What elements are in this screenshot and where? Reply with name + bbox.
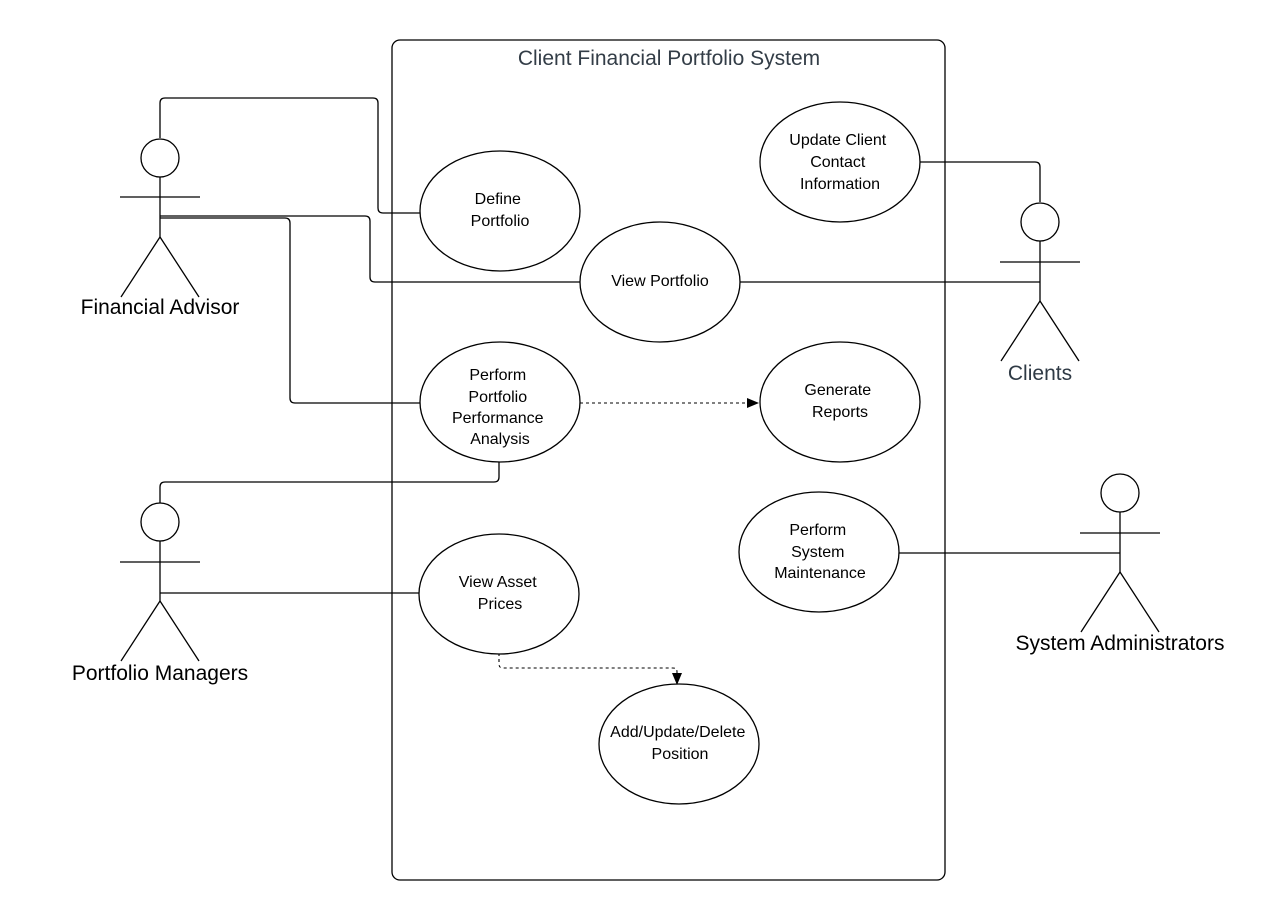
- svg-text:View Asset Prices: View Asset Prices: [459, 574, 541, 613]
- association-managers-analysis: [159, 462, 500, 503]
- perform-analysis-line-2: Portfolio: [468, 389, 527, 406]
- actor-label-portfolio-managers: Portfolio Managers: [72, 662, 248, 685]
- perform-analysis-line-3: Performance: [452, 410, 544, 427]
- use-case-view-asset-prices[interactable]: View Asset Prices: [418, 533, 580, 655]
- stick-figure-icon: [120, 138, 200, 298]
- association-advisor-define-portfolio: [159, 97, 420, 214]
- association-advisor-view-portfolio: [160, 215, 581, 283]
- perform-maintenance-line-1: Perform: [789, 522, 846, 539]
- define-portfolio-line-2: Portfolio: [471, 213, 530, 230]
- actor-label-system-administrators: System Administrators: [1016, 632, 1225, 655]
- update-client-contact-line-2: Contact: [810, 154, 866, 171]
- use-case-add-update-delete-position[interactable]: Add/Update/Delete Position: [598, 683, 760, 805]
- view-asset-prices-ellipse: [418, 533, 580, 655]
- use-case-update-client-contact[interactable]: Update Client Contact Information: [759, 101, 921, 223]
- use-case-generate-reports[interactable]: Generate Reports: [759, 341, 921, 463]
- svg-text:Perform System Mai: Perform System Maintenance: [774, 522, 866, 582]
- update-client-contact-line-3: Information: [800, 176, 880, 193]
- dependencies: [498, 398, 759, 685]
- view-asset-prices-line-1: View Asset: [459, 574, 538, 591]
- actor-financial-advisor[interactable]: Financial Advisor: [81, 138, 240, 319]
- association-advisor-analysis: [160, 217, 420, 404]
- actor-label-financial-advisor: Financial Advisor: [81, 296, 240, 319]
- stick-figure-icon: [120, 502, 200, 662]
- system-title: Client Financial Portfolio System: [518, 47, 820, 70]
- dependency-asset-prices-add-update-delete: [498, 653, 682, 685]
- actor-clients[interactable]: Clients: [1000, 202, 1080, 385]
- actor-portfolio-managers[interactable]: Portfolio Managers: [72, 502, 248, 685]
- define-portfolio-ellipse: [419, 150, 581, 272]
- update-client-contact-line-1: Update Client: [789, 132, 887, 149]
- svg-text:Add/Update/Delete Positi: Add/Update/Delete Position: [610, 724, 750, 763]
- actor-label-clients: Clients: [1008, 362, 1072, 385]
- svg-text:View Portfolio: View Portfolio: [611, 273, 709, 290]
- svg-text:Update Client Contact: Update Client Contact Information: [789, 132, 890, 193]
- generate-reports-ellipse: [759, 341, 921, 463]
- stick-figure-icon: [1080, 473, 1160, 633]
- actor-system-administrators[interactable]: System Administrators: [1016, 473, 1225, 655]
- update-client-contact-ellipse: [759, 101, 921, 223]
- perform-maintenance-line-3: Maintenance: [774, 565, 866, 582]
- define-portfolio-line-1: Define: [475, 191, 521, 208]
- add-update-delete-line-2: Position: [652, 746, 709, 763]
- stick-figure-icon: [1000, 202, 1080, 362]
- association-clients-update-contact: [918, 161, 1041, 202]
- perform-analysis-ellipse: [419, 341, 581, 463]
- generate-reports-line-1: Generate: [804, 382, 871, 399]
- add-update-delete-line-1: Add/Update/Delete: [610, 724, 745, 741]
- generate-reports-line-2: Reports: [812, 404, 868, 421]
- view-asset-prices-line-2: Prices: [478, 596, 522, 613]
- perform-analysis-line-4: Analysis: [470, 431, 530, 448]
- add-update-delete-ellipse: [598, 683, 760, 805]
- svg-text:Define Portfolio: Define Portfolio: [471, 191, 530, 230]
- perform-maintenance-line-2: System: [791, 544, 844, 561]
- associations: [159, 97, 1120, 594]
- use-case-view-portfolio[interactable]: View Portfolio: [579, 221, 741, 343]
- use-case-perform-analysis[interactable]: Perform Portfolio Performance Analysis: [419, 341, 581, 463]
- view-portfolio-ellipse: [579, 221, 741, 343]
- perform-analysis-line-1: Perform: [469, 367, 526, 384]
- use-case-define-portfolio[interactable]: Define Portfolio: [419, 150, 581, 272]
- svg-text:Generate Reports: Generate Reports: [804, 382, 875, 421]
- perform-maintenance-ellipse: [738, 491, 900, 613]
- view-portfolio-line-1: View Portfolio: [611, 273, 709, 290]
- svg-text:Perform Portfolio: Perform Portfolio Performance Analysis: [452, 367, 548, 448]
- use-case-perform-maintenance[interactable]: Perform System Maintenance: [738, 491, 900, 613]
